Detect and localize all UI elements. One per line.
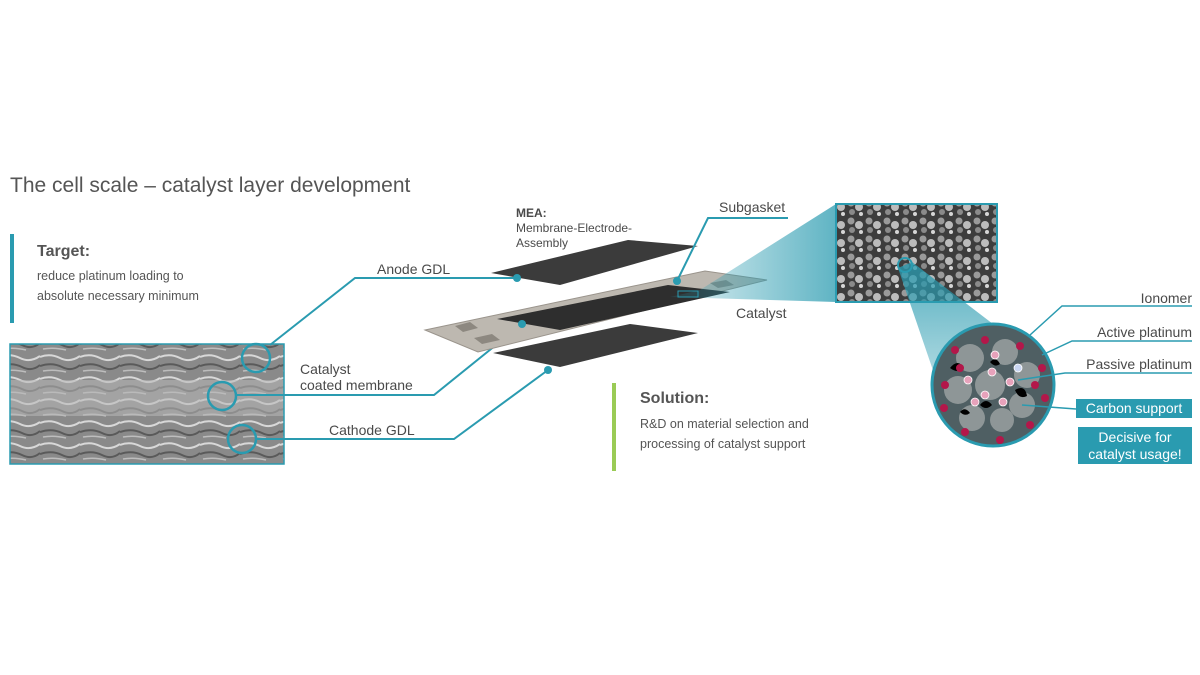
page-title: The cell scale – catalyst layer developm… [10, 174, 411, 197]
ionomer-label: Ionomer [1140, 290, 1192, 306]
active-platinum-leader [1041, 340, 1192, 356]
subgasket-leader [676, 217, 788, 282]
membrane-catalyst-layer [497, 285, 730, 330]
subgasket-port [455, 322, 478, 332]
ccm-label-line2: coated membrane [300, 377, 413, 393]
cathode-gdl-layer [493, 324, 698, 367]
solution-text: R&D on material selection and processing… [640, 414, 880, 454]
catalyst-particle-model [930, 322, 1056, 448]
ccm-label-line1: Catalyst [300, 361, 351, 377]
anode-gdl-layer [491, 240, 698, 285]
cathode-gdl-dot [544, 366, 552, 374]
carbon-support-label: Carbon support [1076, 399, 1192, 418]
decisive-line1: Decisive for [1098, 429, 1172, 445]
ccm-label: Catalyst coated membrane [300, 361, 413, 393]
mea-heading: MEA: [516, 206, 547, 220]
target-text-line2: absolute necessary minimum [37, 289, 199, 303]
passive-platinum-particles [963, 350, 1023, 407]
anode-gdl-label: Anode GDL [377, 261, 451, 277]
catalyst-zoom-origin [677, 290, 699, 298]
solution-heading: Solution: [640, 390, 710, 407]
mea-line1: Membrane-Electrode- [516, 221, 633, 235]
solution-accent-bar [612, 383, 616, 471]
active-platinum-particles [940, 336, 1049, 444]
sem-cross-section-image [9, 343, 285, 465]
catalyst-zoom-beam [670, 204, 836, 302]
target-heading: Target: [37, 243, 91, 260]
subgasket-port [474, 334, 500, 344]
ccm-dot [518, 320, 526, 328]
mea-line2: Assembly [516, 236, 569, 250]
solution-text-line2: processing of catalyst support [640, 437, 806, 451]
subgasket-dot [673, 277, 681, 285]
decisive-callout-box: Decisive for catalyst usage! [1078, 427, 1192, 464]
anode-gdl-dot [513, 274, 521, 282]
target-accent-bar [10, 234, 14, 323]
decisive-line2: catalyst usage! [1088, 446, 1182, 462]
target-text-line1: reduce platinum loading to [37, 269, 184, 283]
subgasket-label: Subgasket [719, 199, 786, 215]
catalyst-label: Catalyst [736, 305, 787, 321]
carbon-support-leader [1021, 404, 1077, 410]
passive-platinum-label: Passive platinum [1086, 356, 1192, 372]
active-platinum-label: Active platinum [1097, 324, 1192, 340]
solution-text-line1: R&D on material selection and [640, 417, 809, 431]
anode-gdl-leader [269, 277, 517, 346]
passive-platinum-leader [1017, 372, 1192, 381]
target-text: reduce platinum loading to absolute nece… [37, 266, 257, 306]
cathode-gdl-leader [256, 369, 549, 440]
mea-label: MEA: Membrane-Electrode- Assembly [516, 206, 632, 251]
anode-gdl-callout-circle [240, 342, 272, 374]
ionomer-leader [1029, 305, 1192, 336]
cathode-gdl-label: Cathode GDL [329, 422, 415, 438]
